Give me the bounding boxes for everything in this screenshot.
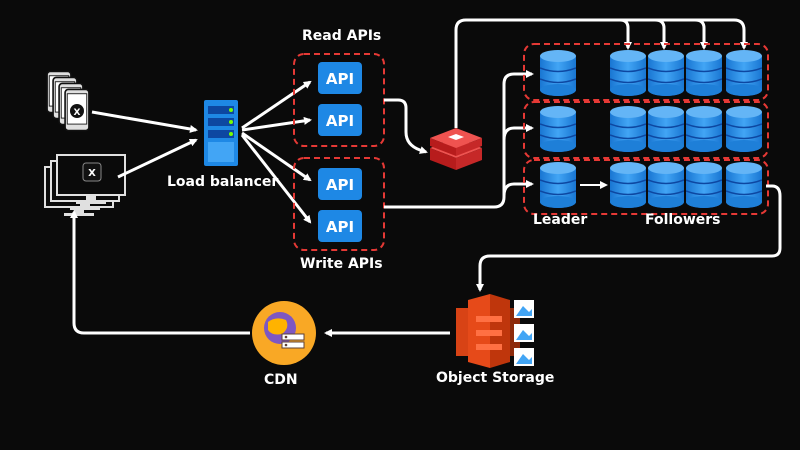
arrow-phones-to-lb [91, 110, 198, 133]
client-logo-text: X [88, 168, 96, 179]
redis-cache-icon [430, 128, 482, 170]
api-label: API [326, 218, 354, 236]
arrow-lb-to-write-api-2 [240, 134, 312, 224]
arrow-desktops-to-lb [117, 138, 198, 179]
database-icon [610, 106, 646, 152]
leader-label: Leader [533, 212, 588, 228]
arrow-cdn-to-clients [70, 210, 250, 335]
image-files [514, 300, 534, 366]
arrow-lb-to-read-api-2 [241, 116, 312, 132]
database-icon [686, 106, 722, 152]
load-balancer-server [204, 100, 238, 166]
database-icon [686, 50, 722, 96]
db-shard-1 [523, 43, 769, 101]
read-api-box: API [318, 62, 362, 94]
database-icon [610, 162, 646, 208]
mobile-clients: X [46, 70, 90, 132]
arrow-cache-to-followers [454, 18, 748, 128]
image-file-icon [514, 300, 534, 318]
image-file-icon [514, 348, 534, 366]
read-api-box: API [318, 104, 362, 136]
db-shard-2 [523, 101, 769, 159]
write-api-box: API [318, 210, 362, 242]
database-icon [726, 106, 762, 152]
arrow-write-to-leader-1 [384, 70, 534, 209]
object-storage-label: Object Storage [436, 370, 555, 386]
arrow-lb-to-write-api-1 [241, 131, 312, 182]
arrow-write-to-leader-3 [502, 180, 534, 197]
x-logo-icon [82, 162, 102, 182]
api-label: API [326, 70, 354, 88]
load-balancer-label: Load balancer [167, 174, 279, 190]
s3-bucket-icon [456, 294, 520, 368]
image-file-icon [514, 324, 534, 342]
database-icon [726, 162, 762, 208]
arrow-cache-to-follower [619, 18, 632, 50]
arrow-lb-to-read-api-1 [241, 80, 312, 130]
arrow-cache-to-follower [694, 18, 708, 50]
read-apis-label: Read APIs [302, 28, 382, 44]
client-logo-text: X [74, 108, 81, 118]
api-label: API [326, 112, 354, 130]
desktop-clients: X [44, 154, 126, 217]
api-label: API [326, 176, 354, 194]
database-icon [686, 162, 722, 208]
database-icon [648, 106, 684, 152]
write-apis-label: Write APIs [300, 256, 383, 272]
database-icon [540, 106, 576, 152]
database-icon [540, 162, 576, 208]
database-icon [610, 50, 646, 96]
followers-label: Followers [645, 212, 721, 228]
arrow-cache-to-follower [654, 18, 668, 50]
write-apis-group [293, 157, 385, 251]
database-icon [648, 50, 684, 96]
arrow-write-to-leader-2 [502, 124, 534, 141]
db-shard-3 [523, 159, 769, 215]
cdn-label: CDN [264, 372, 298, 388]
database-icon [648, 162, 684, 208]
arrow-db-to-object-storage [476, 184, 782, 292]
database-icon [540, 50, 576, 96]
x-logo-icon [70, 104, 84, 118]
cdn-globe-icon [252, 301, 316, 365]
database-icon [726, 50, 762, 96]
arrow-read-apis-to-cache [384, 98, 428, 154]
write-api-box: API [318, 168, 362, 200]
